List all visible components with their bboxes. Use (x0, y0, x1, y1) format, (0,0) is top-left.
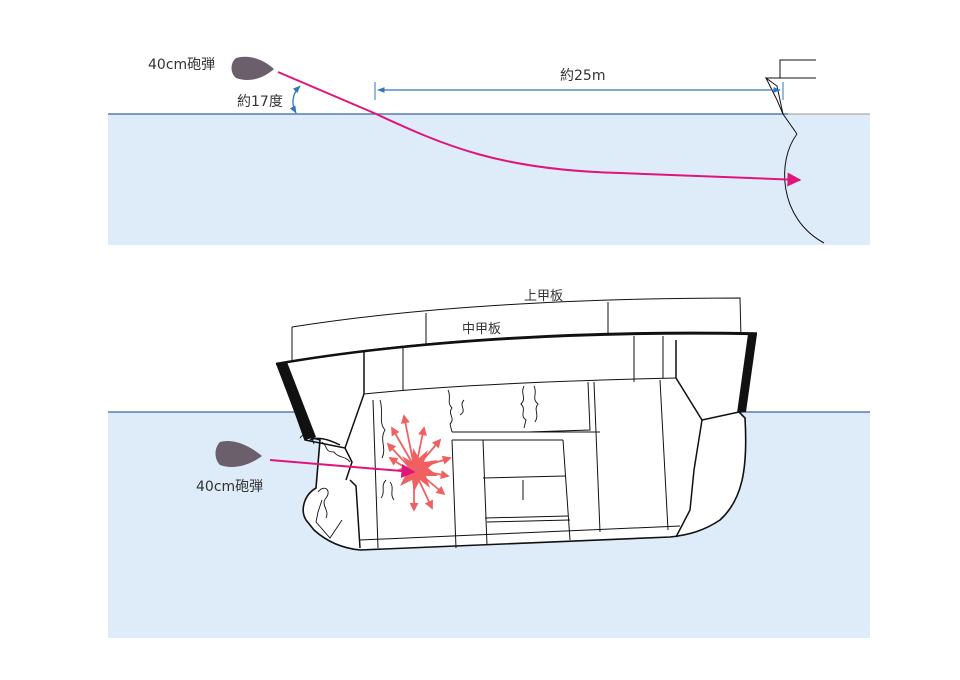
cross-section-panel: 上甲板 中甲板 (108, 289, 870, 638)
shell-icon (231, 56, 274, 80)
damage-cracks (299, 385, 539, 539)
trajectory-panel: 40cm砲弾 約17度 約25m (108, 56, 870, 245)
shell-icon (215, 440, 262, 467)
angle-arrow (289, 85, 301, 114)
upper-deck-label: 上甲板 (524, 289, 563, 304)
middle-deck-label: 中甲板 (462, 322, 501, 337)
sea-top (108, 114, 870, 245)
impact-path (269, 459, 416, 478)
armor-belt-left (276, 362, 316, 440)
shell-label-bottom: 40cm砲弾 (196, 479, 263, 495)
armor-belt-right (737, 334, 757, 413)
angle-label: 約17度 (237, 94, 283, 110)
middle-deck (275, 332, 758, 366)
upper-deck-outline (291, 297, 742, 362)
shell-label-top: 40cm砲弾 (148, 57, 215, 73)
explosion-burst (386, 414, 452, 512)
trajectory-line (277, 71, 802, 187)
internal-structure (277, 336, 740, 549)
distance-label: 約25m (560, 68, 605, 84)
ship-profile-top (764, 59, 825, 244)
